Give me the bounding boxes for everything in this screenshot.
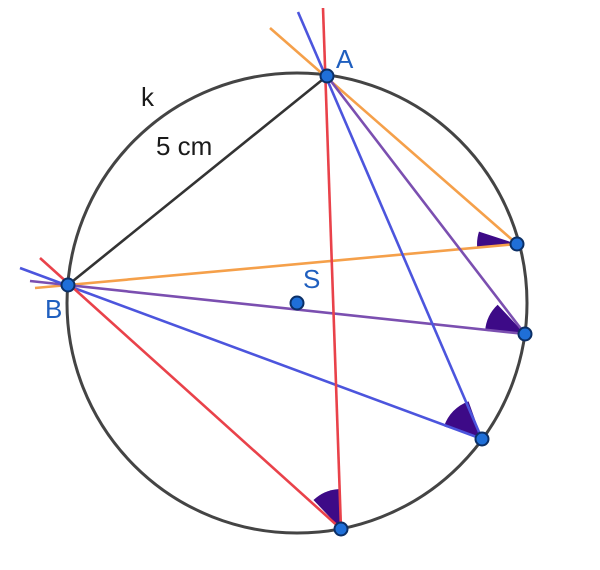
center-label-s: S [303,264,320,294]
point-blue-vertex[interactable] [474,431,490,447]
circle-label-k: k [141,82,155,112]
purple-line-b [29,279,526,336]
point-orange-vertex[interactable] [509,236,525,252]
purple-line-a [325,75,527,335]
point-purple-vertex[interactable] [517,326,533,342]
angle-marker-orange [477,231,517,248]
side-length-label: 5 cm [156,131,212,161]
red-line-b [39,257,342,530]
point-red-vertex[interactable] [333,521,349,537]
orange-line-a [269,27,518,245]
blue-line-b [19,266,483,441]
angle-marker-red [313,489,341,529]
angle-marker-blue [444,401,482,439]
point-s-center[interactable] [289,295,305,311]
circle-k [65,71,529,535]
point-a[interactable] [319,68,335,84]
angle-marker-purple [485,304,525,334]
point-a-label: A [336,44,354,74]
red-line-a [321,7,343,530]
point-b[interactable] [60,277,76,293]
chord-ab [67,74,328,287]
orange-line-b [34,242,518,290]
point-b-label: B [45,294,62,324]
